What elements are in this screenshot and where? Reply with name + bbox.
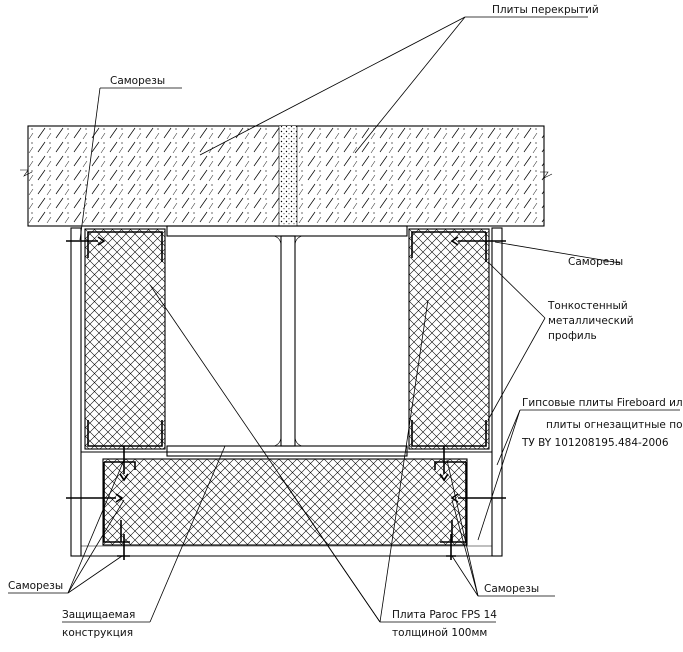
label-slabs: Плиты перекрытий bbox=[492, 4, 599, 16]
label-paroc-2: толщиной 100мм bbox=[392, 627, 487, 639]
label-thin-profile-2: металлический bbox=[548, 315, 634, 327]
screws bbox=[66, 236, 506, 560]
gypsum-boards bbox=[70, 227, 503, 557]
label-screws-right: Саморезы bbox=[568, 256, 623, 268]
floor-slab bbox=[20, 125, 553, 227]
label-screws-top-left: Саморезы bbox=[110, 75, 165, 87]
label-screws-bottom-left: Саморезы bbox=[8, 580, 63, 592]
label-gypsum-3: ТУ BY 101208195.484-2006 bbox=[521, 437, 669, 449]
label-gypsum-2: плиты огнезащитные по bbox=[546, 419, 683, 431]
label-gypsum-1: Гипсовые плиты Fireboard или bbox=[522, 397, 683, 409]
label-paroc-1: Плита Paroc FPS 14 bbox=[392, 609, 497, 621]
label-thin-profile-3: профиль bbox=[548, 330, 597, 342]
label-protected-1: Защищаемая bbox=[62, 609, 135, 621]
leader-lines bbox=[8, 16, 680, 623]
paroc-insulation bbox=[84, 228, 490, 546]
label-screws-bottom-right: Саморезы bbox=[484, 583, 539, 595]
i-beam bbox=[166, 225, 408, 457]
label-protected-2: конструкция bbox=[62, 627, 133, 639]
label-thin-profile-1: Тонкостенный bbox=[547, 300, 628, 312]
